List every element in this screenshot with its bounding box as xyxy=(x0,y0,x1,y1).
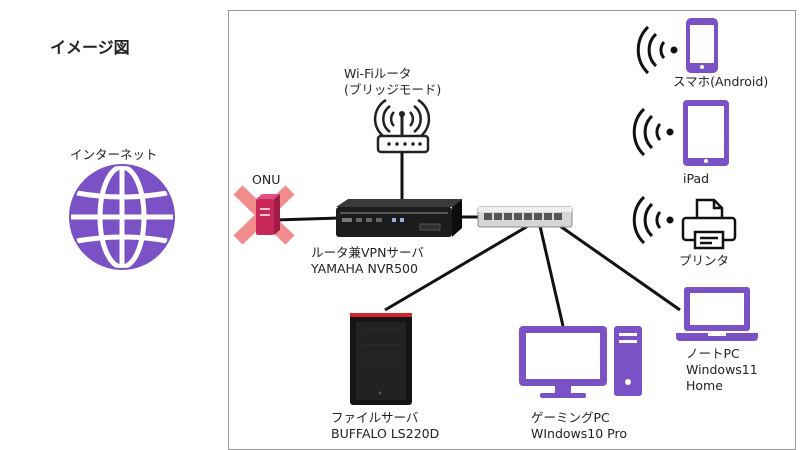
link-onu-router xyxy=(274,216,341,222)
wireless-signal-icon xyxy=(636,25,678,75)
wifi-router-label-line2: (ブリッジモード) xyxy=(344,82,442,97)
link-hub-nas xyxy=(384,224,529,312)
laptop-label: ノートPC Windows11 Home xyxy=(686,346,758,394)
wireless-signal-icon xyxy=(632,107,674,157)
vpn-router-label-line2: YAMAHA NVR500 xyxy=(311,261,418,276)
link-hub-laptop xyxy=(559,224,681,312)
onu-device-icon xyxy=(256,194,280,235)
printer-label: プリンタ xyxy=(679,253,730,268)
vpn-router-label: ルータ兼VPNサーバ YAMAHA NVR500 xyxy=(311,245,424,277)
diagram-title: イメージ図 xyxy=(50,38,130,57)
switching-hub-icon xyxy=(477,206,573,228)
onu-label: ONU xyxy=(252,172,281,187)
wifi-router-icon xyxy=(376,111,430,154)
laptop-label-line2: Windows11 xyxy=(686,362,758,377)
gaming-pc-label: ゲーミングPC WIndows10 Pro xyxy=(531,410,627,442)
wireless-signal-icon xyxy=(373,98,431,140)
desktop-pc-icon xyxy=(519,326,642,398)
ipad-label: iPad xyxy=(683,171,710,186)
nas-label: ファイルサーバ BUFFALO LS220D xyxy=(331,410,439,442)
connections xyxy=(274,152,681,327)
laptop-label-line3: Home xyxy=(686,378,723,393)
wireless-signal-icon xyxy=(632,195,674,245)
laptop-label-line1: ノートPC xyxy=(686,346,740,361)
nas-label-line2: BUFFALO LS220D xyxy=(331,426,440,441)
wifi-router-label: Wi-Fiルータ (ブリッジモード) xyxy=(344,66,441,98)
internet-label: インターネット xyxy=(70,147,158,162)
globe-icon xyxy=(69,164,175,270)
gaming-pc-label-line1: ゲーミングPC xyxy=(531,410,610,425)
laptop-icon xyxy=(676,287,758,341)
vpn-router-icon xyxy=(336,199,462,237)
link-hub-gaming xyxy=(538,225,565,327)
printer-icon xyxy=(681,198,737,250)
wifi-router-label-line1: Wi-Fiルータ xyxy=(344,66,412,81)
vpn-router-label-line1: ルータ兼VPNサーバ xyxy=(311,245,424,260)
smartphone-label: スマホ(Android) xyxy=(673,74,769,89)
smartphone-icon xyxy=(686,18,718,73)
tablet-icon xyxy=(683,100,729,166)
nas-label-line1: ファイルサーバ xyxy=(331,410,419,425)
gaming-pc-label-line2: WIndows10 Pro xyxy=(531,426,627,441)
nas-server-icon xyxy=(350,313,412,405)
